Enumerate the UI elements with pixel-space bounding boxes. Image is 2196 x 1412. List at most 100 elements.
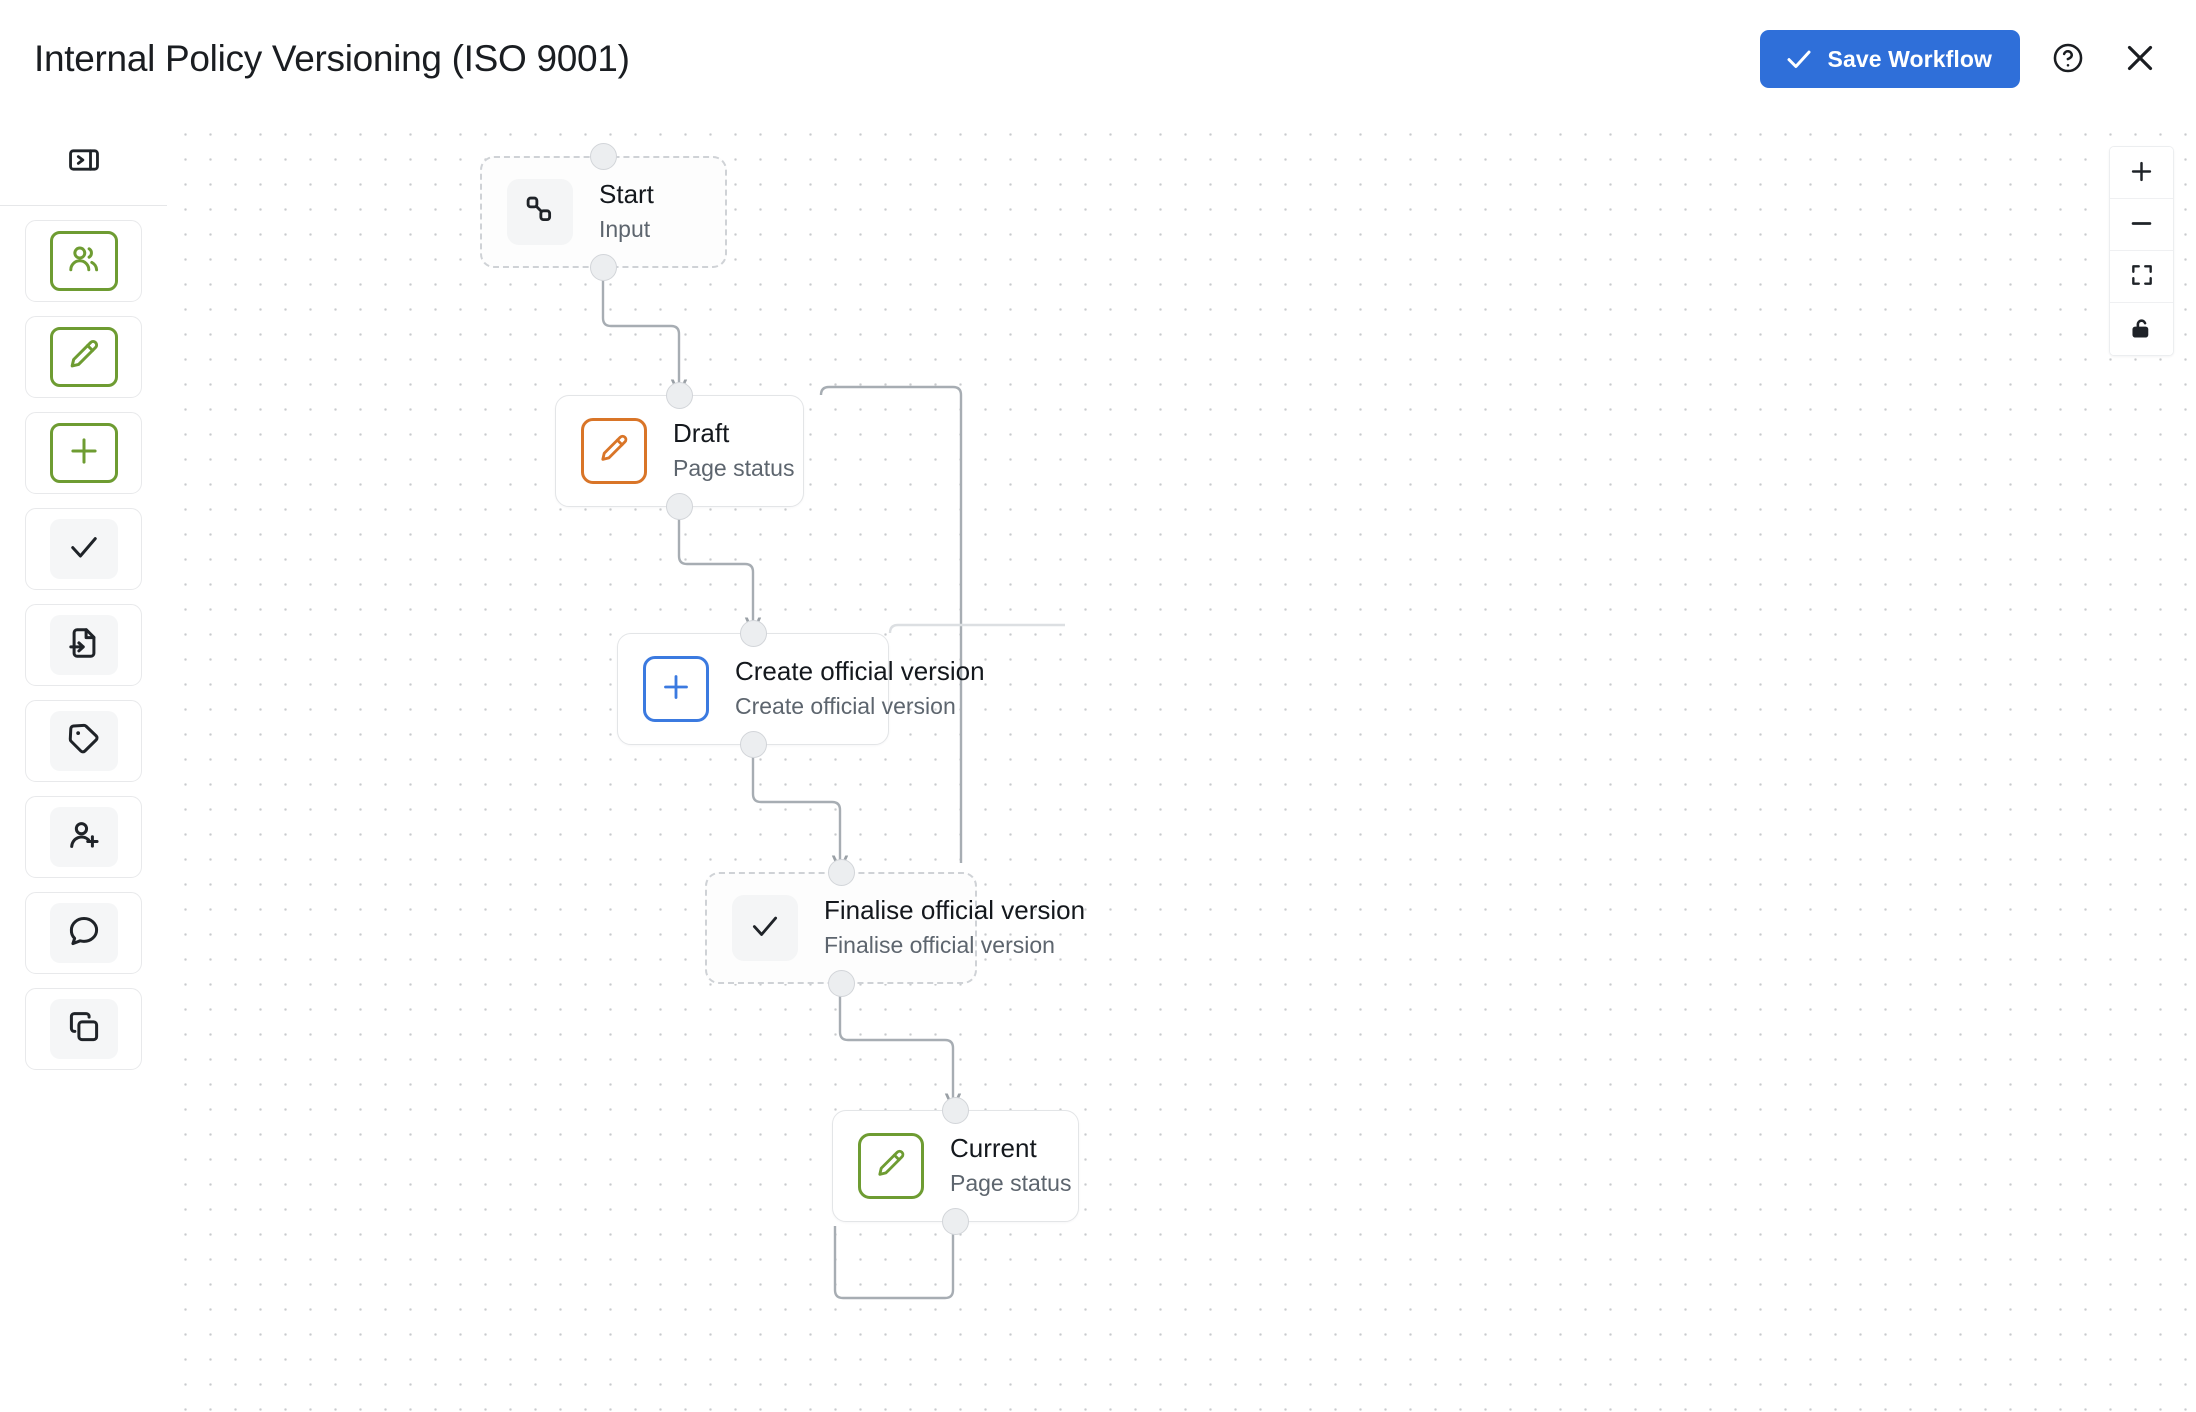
edge-loop-draft-right bbox=[819, 385, 963, 863]
node-handle-top-finalise[interactable] bbox=[827, 859, 855, 886]
save-workflow-label: Save Workflow bbox=[1827, 45, 1992, 72]
zoom-controls bbox=[2109, 146, 2174, 356]
node-icon-box bbox=[643, 656, 709, 722]
help-circle-icon bbox=[2051, 41, 2085, 78]
minus-icon bbox=[2128, 210, 2155, 240]
edge-finalise-current bbox=[838, 988, 953, 1108]
edge-create-finalise bbox=[751, 749, 840, 870]
edge-loop-current-bottom bbox=[833, 1226, 955, 1300]
sidebar-toggle-container bbox=[0, 118, 167, 206]
tool-tile bbox=[49, 807, 118, 867]
tool-tile bbox=[49, 615, 118, 675]
lock-button[interactable] bbox=[2110, 303, 2173, 355]
fit-view-button[interactable] bbox=[2110, 251, 2173, 303]
tool-button-plus[interactable] bbox=[25, 412, 142, 494]
plus-icon bbox=[659, 670, 693, 709]
pencil-icon bbox=[597, 432, 631, 471]
page-title: Internal Policy Versioning (ISO 9001) bbox=[34, 38, 630, 79]
node-icon-box bbox=[581, 418, 647, 484]
node-handle-bottom-finalise[interactable] bbox=[827, 970, 855, 997]
edge-loop-create-right bbox=[888, 623, 1065, 634]
tool-tile bbox=[49, 711, 118, 771]
node-handle-bottom-create[interactable] bbox=[739, 731, 767, 758]
node-subtitle: Finalise official version bbox=[824, 932, 1055, 959]
tool-button-tag[interactable] bbox=[25, 700, 142, 782]
chat-bubble-icon bbox=[66, 913, 102, 954]
tool-tile bbox=[49, 999, 118, 1059]
header-bar: Internal Policy Versioning (ISO 9001) Sa… bbox=[0, 0, 2196, 118]
node-title: Current bbox=[950, 1132, 1037, 1163]
tool-button-file-import[interactable] bbox=[25, 604, 142, 686]
users-icon bbox=[66, 241, 102, 282]
tool-tile bbox=[49, 231, 118, 291]
node-subtitle: Page status bbox=[673, 455, 795, 482]
tool-button-copy[interactable] bbox=[25, 988, 142, 1070]
node-subtitle: Input bbox=[599, 216, 651, 243]
plus-icon bbox=[66, 433, 102, 474]
node-title: Start bbox=[599, 178, 654, 209]
user-add-icon bbox=[66, 817, 102, 858]
node-icon-box bbox=[858, 1133, 924, 1199]
file-import-icon bbox=[66, 625, 102, 666]
node-handle-top-current[interactable] bbox=[942, 1097, 969, 1124]
save-workflow-button[interactable]: Save Workflow bbox=[1759, 30, 2020, 88]
help-button[interactable] bbox=[2044, 35, 2092, 83]
unlock-icon bbox=[2129, 315, 2155, 344]
node-title: Create official version bbox=[735, 655, 985, 686]
pencil-icon bbox=[874, 1147, 908, 1186]
close-icon bbox=[2122, 40, 2158, 79]
tool-tile bbox=[49, 519, 118, 579]
check-icon bbox=[66, 529, 102, 570]
tool-tile bbox=[49, 327, 118, 387]
tool-list bbox=[25, 206, 142, 1070]
zoom-out-button[interactable] bbox=[2110, 199, 2173, 251]
node-handle-bottom-start[interactable] bbox=[590, 254, 617, 281]
tool-button-users[interactable] bbox=[25, 220, 142, 302]
edge-layer bbox=[601, 273, 1065, 1300]
node-handle-bottom-draft[interactable] bbox=[666, 493, 693, 520]
pencil-icon bbox=[66, 337, 102, 378]
tool-button-user-add[interactable] bbox=[25, 796, 142, 878]
tool-button-chat-bubble[interactable] bbox=[25, 892, 142, 974]
fit-screen-icon bbox=[2129, 262, 2155, 291]
tool-tile bbox=[49, 903, 118, 963]
edge-draft-create bbox=[677, 511, 753, 632]
copy-icon bbox=[66, 1009, 102, 1050]
tool-button-check[interactable] bbox=[25, 508, 142, 590]
node-subtitle: Page status bbox=[950, 1170, 1072, 1197]
node-icon-box bbox=[507, 179, 573, 245]
node-title: Draft bbox=[673, 417, 730, 448]
node-handle-top-draft[interactable] bbox=[666, 382, 693, 409]
node-handle-top-create[interactable] bbox=[739, 620, 767, 647]
header-actions: Save Workflow bbox=[1759, 30, 2164, 88]
workflow-nodes-icon bbox=[523, 193, 557, 232]
tag-icon bbox=[66, 721, 102, 762]
node-handle-top-start[interactable] bbox=[590, 143, 617, 170]
node-subtitle: Create official version bbox=[735, 693, 956, 720]
check-icon bbox=[1784, 44, 1814, 74]
close-button[interactable] bbox=[2116, 35, 2164, 83]
left-toolbar bbox=[0, 118, 167, 1412]
sidebar-expand-button[interactable] bbox=[56, 134, 112, 190]
check-icon bbox=[748, 909, 782, 948]
tool-tile bbox=[49, 423, 118, 483]
zoom-in-button[interactable] bbox=[2110, 147, 2173, 199]
node-handle-bottom-current[interactable] bbox=[942, 1208, 969, 1235]
plus-icon bbox=[2128, 158, 2155, 188]
edge-start-draft bbox=[601, 273, 679, 394]
panel-expand-icon bbox=[67, 143, 101, 180]
node-icon-box bbox=[732, 895, 798, 961]
tool-button-pencil[interactable] bbox=[25, 316, 142, 398]
